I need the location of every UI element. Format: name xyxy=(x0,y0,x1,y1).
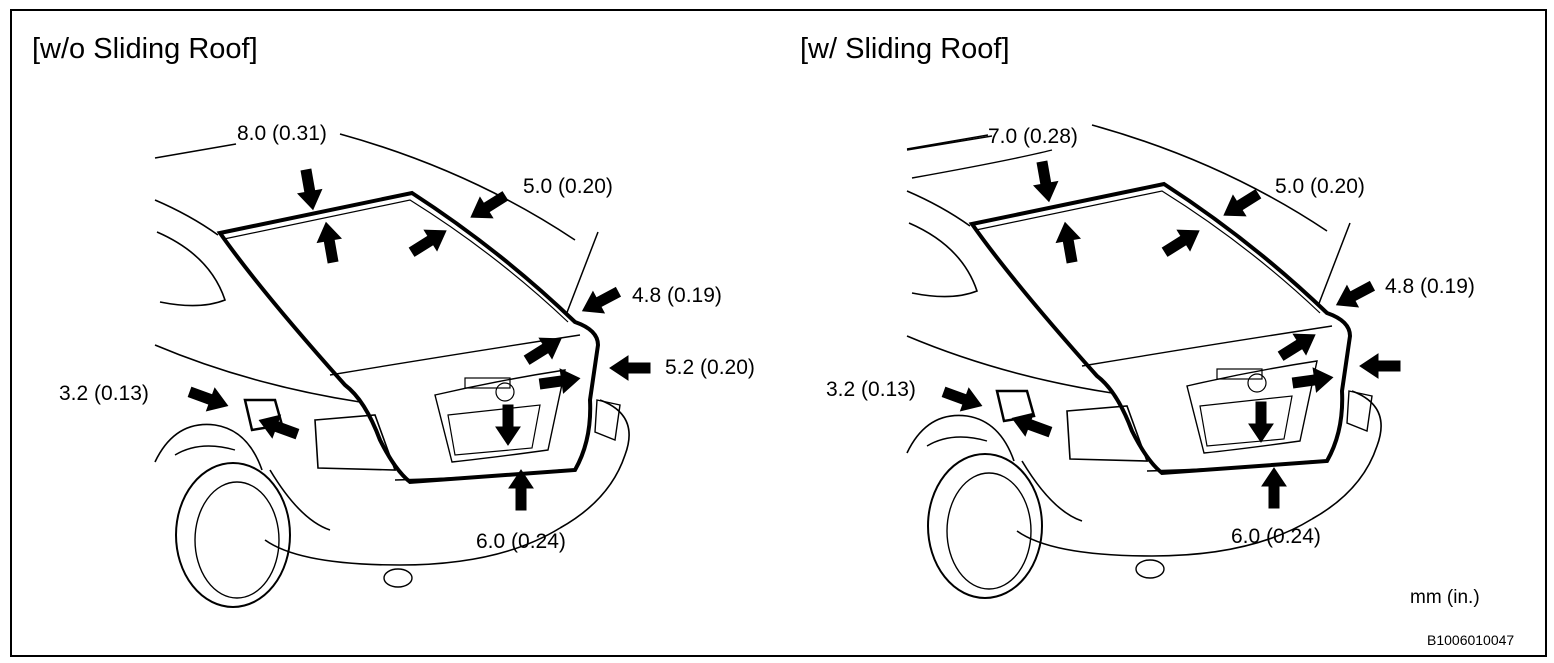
dimension-upper-right-label: 5.0 (0.20) xyxy=(523,175,613,198)
dimension-top-label: 7.0 (0.28) xyxy=(988,125,1078,148)
dimension-left-label: 3.2 (0.13) xyxy=(59,382,149,405)
dimension-top-label: 8.0 (0.31) xyxy=(237,122,327,145)
dimension-corner-label: 4.8 (0.19) xyxy=(632,284,722,307)
figure-code: B1006010047 xyxy=(1427,632,1515,648)
dimension-side-label: 5.2 (0.20) xyxy=(665,356,755,379)
dimension-upper-right-label: 5.0 (0.20) xyxy=(1275,175,1365,198)
dimension-bottom-label: 6.0 (0.24) xyxy=(476,530,566,553)
figure-frame xyxy=(10,9,1547,657)
panel-title-with-sliding-roof: [w/ Sliding Roof] xyxy=(800,33,1010,65)
dimension-corner-label: 4.8 (0.19) xyxy=(1385,275,1475,298)
arrow-top-down xyxy=(296,168,323,211)
units-label: mm (in.) xyxy=(1410,587,1480,608)
panel-title-without-sliding-roof: [w/o Sliding Roof] xyxy=(32,33,258,65)
dimension-left-label: 3.2 (0.13) xyxy=(826,378,916,401)
dimension-bottom-label: 6.0 (0.24) xyxy=(1231,525,1321,548)
